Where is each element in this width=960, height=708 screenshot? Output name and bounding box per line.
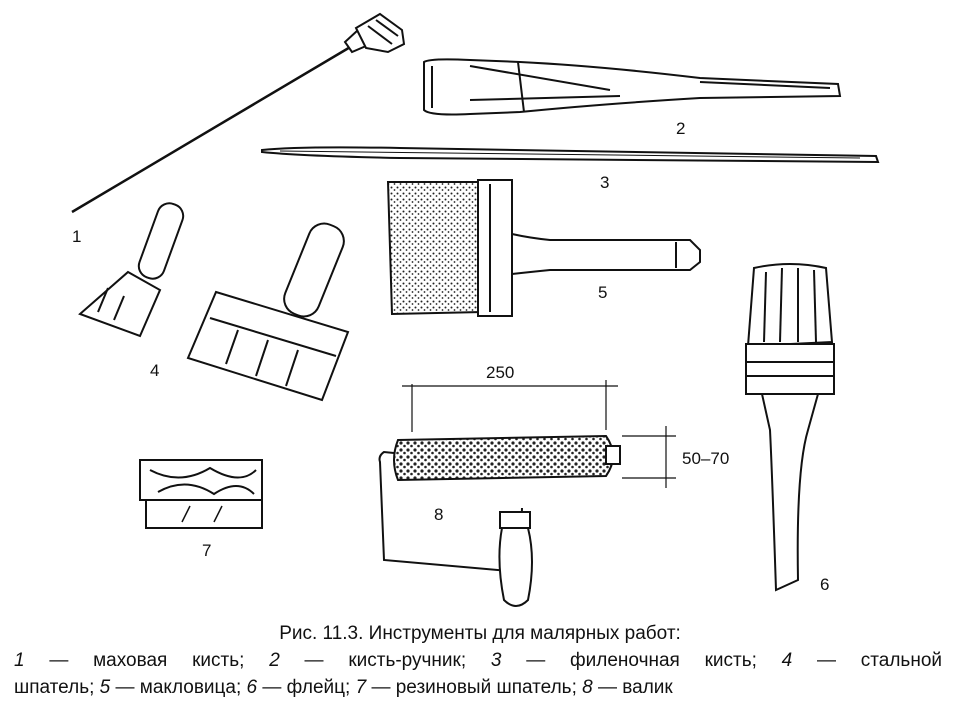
- label-tool-1: 1: [72, 227, 82, 246]
- label-tool-7: 7: [202, 541, 212, 560]
- tool-1-brush: [71, 12, 406, 214]
- tool-5-block-brush: [386, 179, 701, 317]
- tool-4-small-spatula: [78, 202, 185, 338]
- caption-num-1: 1: [14, 650, 25, 671]
- caption-num-8: 8: [582, 677, 593, 698]
- caption-text-8: — валик: [592, 677, 673, 698]
- label-tool-8: 8: [434, 505, 444, 524]
- dimension-roller-length: 250: [486, 363, 515, 382]
- caption-text-6: — флейц;: [257, 677, 356, 698]
- caption-num-4: 4: [781, 650, 793, 671]
- caption-text-4b: шпатель;: [14, 677, 100, 698]
- tool-7-rubber-spatula: [139, 459, 263, 529]
- caption-line-2: шпатель; 5 — макловица; 6 — флейц; 7 — р…: [0, 674, 960, 701]
- caption-line-1: 1 — маховая кисть; 2 — кисть-ручник; 3 —…: [0, 647, 960, 674]
- caption-text-2: — кисть-ручник;: [279, 650, 491, 671]
- label-tool-3: 3: [600, 173, 610, 192]
- dimension-lines: [402, 380, 676, 488]
- tool-8-roller: [378, 434, 621, 607]
- label-tool-4: 4: [150, 361, 160, 380]
- caption-title: Рис. 11.3. Инструменты для малярных рабо…: [279, 623, 681, 644]
- tools-drawing: [71, 12, 880, 607]
- caption-num-7: 7: [355, 677, 367, 698]
- tool-3-liner-brush: [261, 146, 880, 164]
- tool-4-wide-spatula: [186, 222, 350, 402]
- caption-text-3: — филеночная кисть;: [501, 650, 782, 671]
- caption-text-7: — резиновый шпатель;: [366, 677, 583, 698]
- tool-6-flat-brush: [745, 263, 835, 592]
- label-tool-6: 6: [820, 575, 830, 594]
- caption-text-5: — макловица;: [110, 677, 247, 698]
- figure-caption: Рис. 11.3. Инструменты для малярных рабо…: [0, 620, 960, 701]
- caption-text-1: — маховая кисть;: [24, 650, 270, 671]
- caption-num-6: 6: [246, 677, 258, 698]
- tool-2-hand-brush: [423, 58, 842, 116]
- caption-num-5: 5: [99, 677, 111, 698]
- caption-num-3: 3: [490, 650, 502, 671]
- dimension-roller-diameter: 50–70: [682, 449, 730, 468]
- label-tool-2: 2: [676, 119, 686, 138]
- label-tool-5: 5: [598, 283, 608, 302]
- caption-num-2: 2: [269, 650, 280, 671]
- caption-text-4: — стальной: [792, 650, 943, 671]
